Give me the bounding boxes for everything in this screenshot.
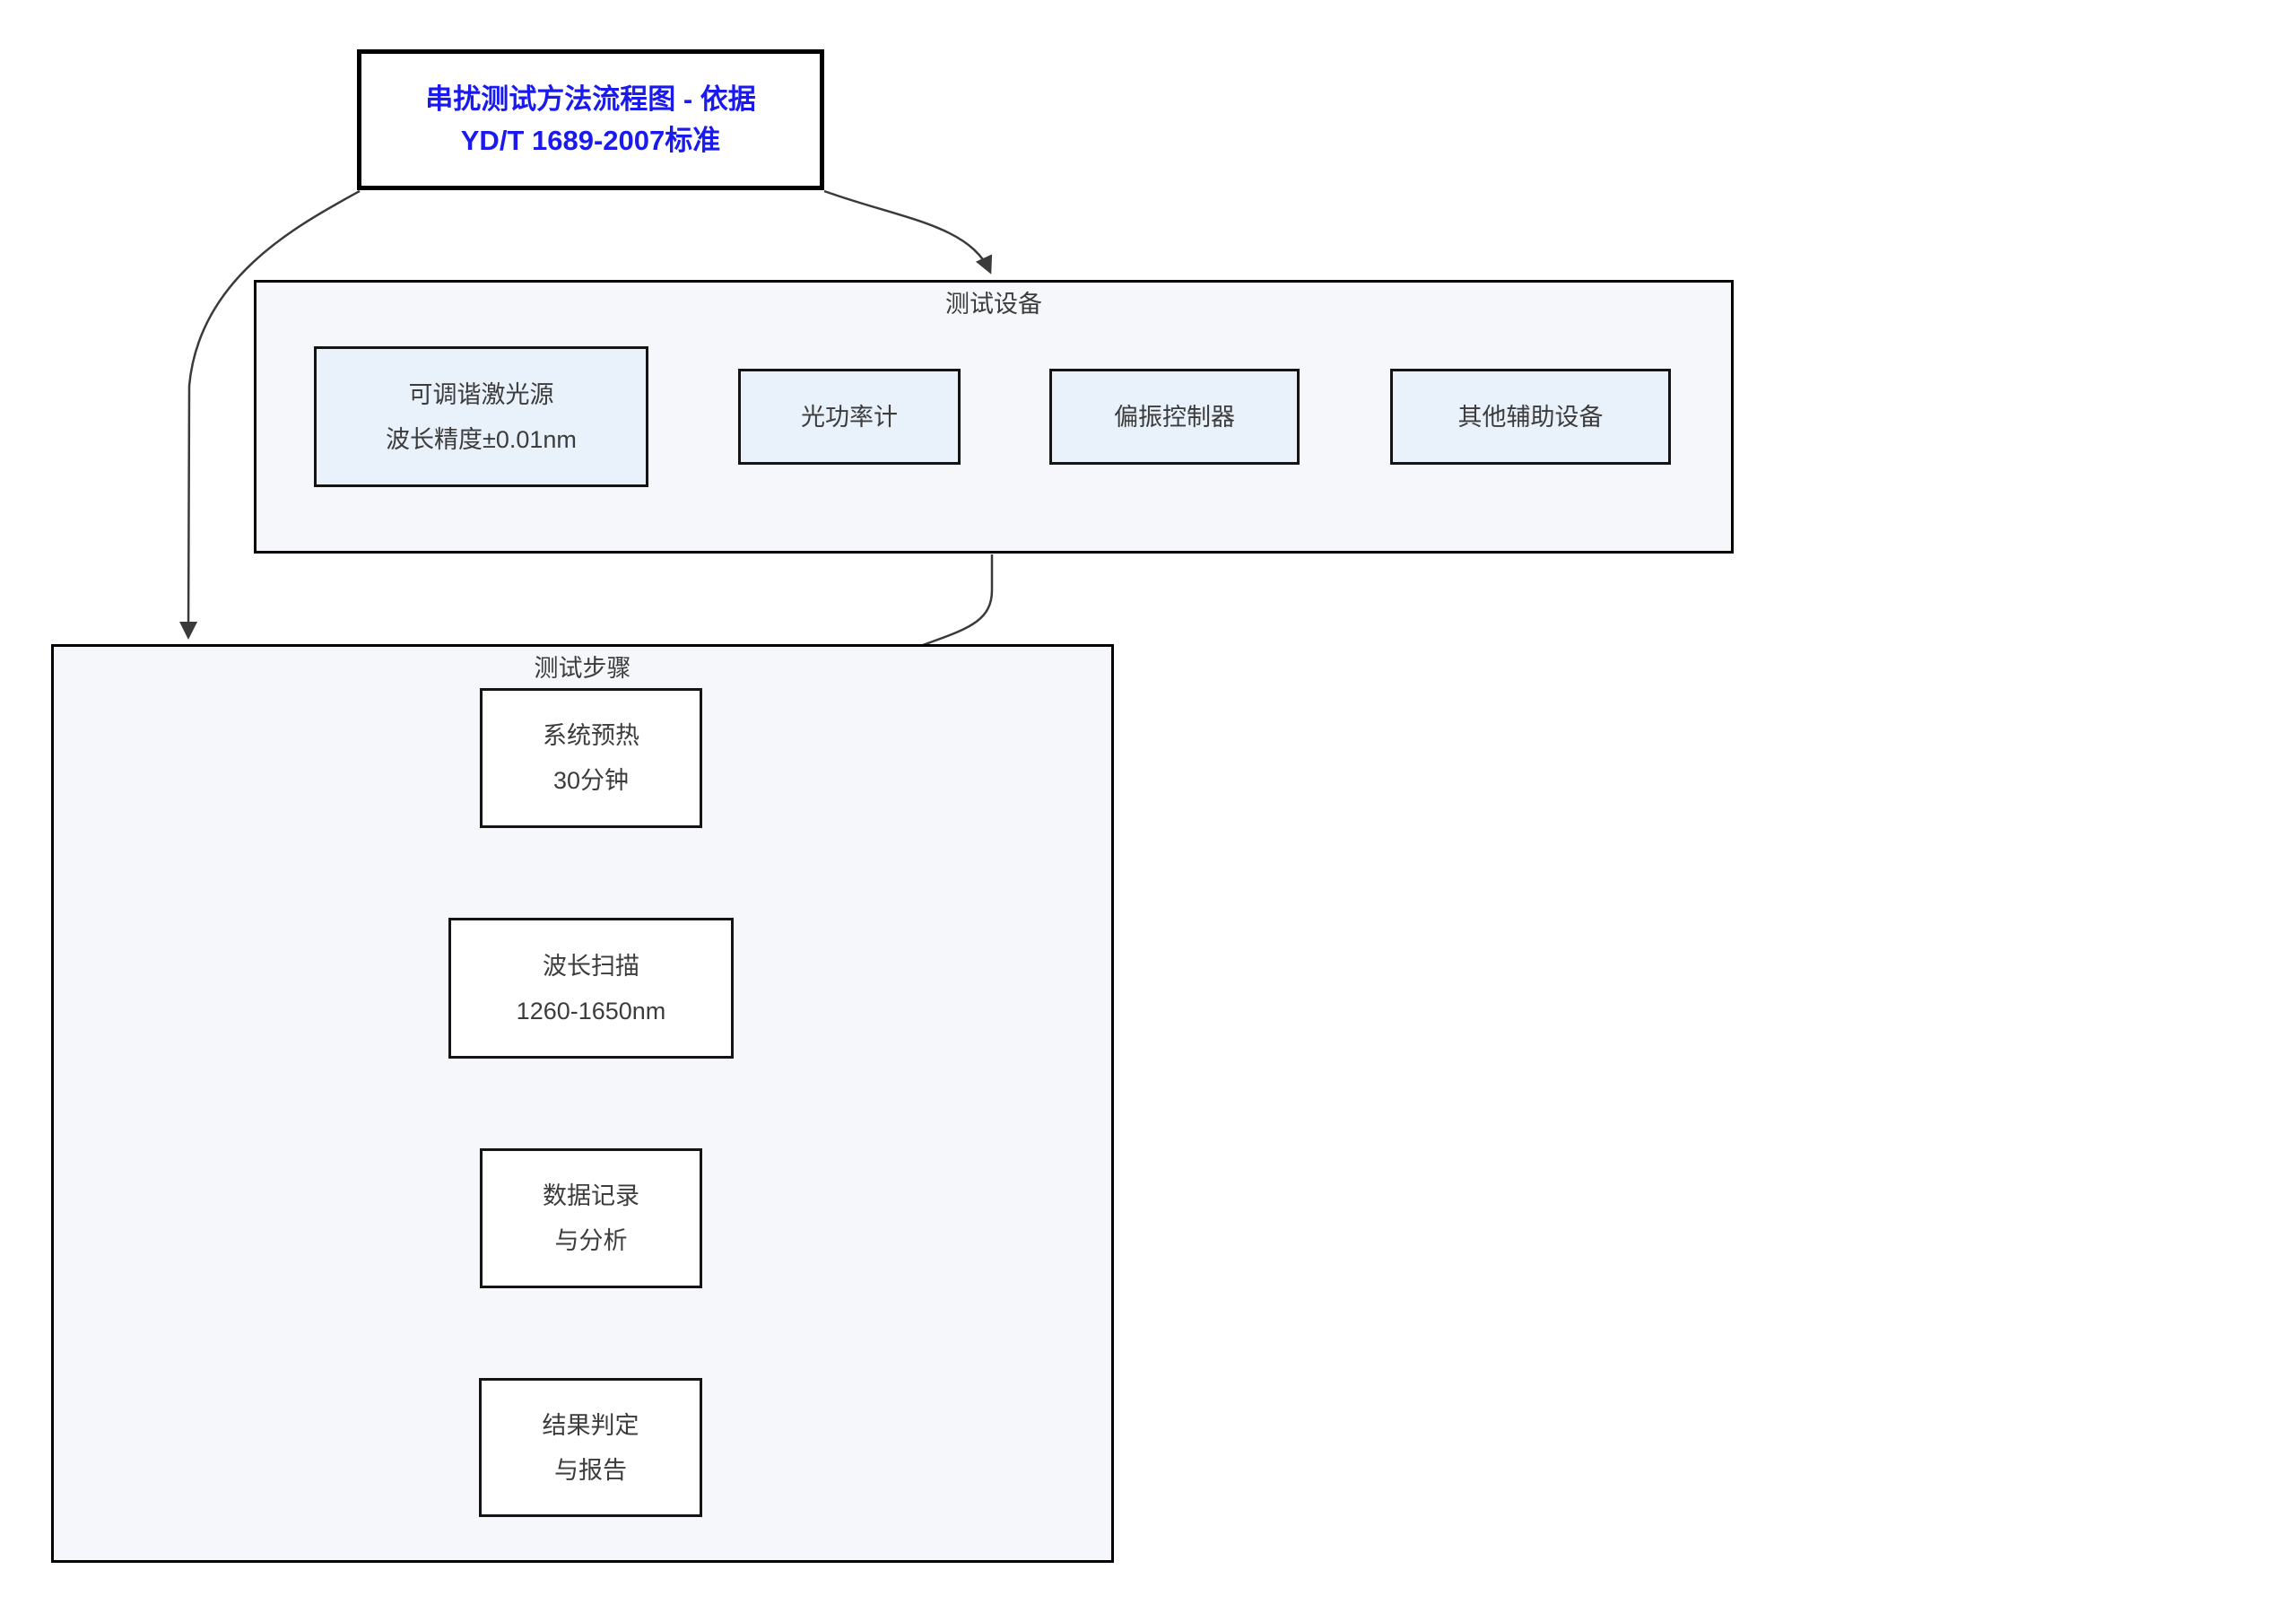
steps-label: 测试步骤 xyxy=(534,655,631,682)
equipment-label: 测试设备 xyxy=(945,291,1042,318)
node-polarization-controller: 偏振控制器 xyxy=(1049,369,1300,465)
node-system-warmup-line-2: 30分钟 xyxy=(552,767,630,794)
node-result-judgment: 结果判定 与报告 xyxy=(479,1378,702,1517)
node-optical-power-meter-label: 光功率计 xyxy=(801,403,898,431)
node-auxiliary-equipment-label: 其他辅助设备 xyxy=(1457,403,1604,431)
node-result-judgment-line-1: 结果判定 xyxy=(542,1411,639,1439)
title-line-2: YD/T 1689-2007标准 xyxy=(460,124,721,156)
node-tunable-laser-line-1: 可调谐激光源 xyxy=(408,380,554,408)
node-tunable-laser-line-2: 波长精度±0.01nm xyxy=(386,425,577,453)
node-data-recording-line-1: 数据记录 xyxy=(543,1182,639,1209)
node-optical-power-meter: 光功率计 xyxy=(738,369,961,465)
title-node: 串扰测试方法流程图 - 依据 YD/T 1689-2007标准 xyxy=(357,49,824,190)
node-wavelength-scan-line-2: 1260-1650nm xyxy=(516,997,666,1025)
node-auxiliary-equipment: 其他辅助设备 xyxy=(1390,369,1671,465)
connector-title-to-equipment xyxy=(823,189,993,275)
node-data-recording-line-2: 与分析 xyxy=(554,1227,628,1254)
node-result-judgment-line-2: 与报告 xyxy=(554,1456,627,1484)
title-line-1: 串扰测试方法流程图 - 依据 xyxy=(425,83,756,115)
node-polarization-controller-label: 偏振控制器 xyxy=(1114,403,1235,431)
node-wavelength-scan-line-1: 波长扫描 xyxy=(543,952,639,980)
node-wavelength-scan: 波长扫描 1260-1650nm xyxy=(448,918,734,1059)
node-system-warmup-line-1: 系统预热 xyxy=(543,722,639,749)
node-system-warmup: 系统预热 30分钟 xyxy=(480,688,702,828)
node-data-recording: 数据记录 与分析 xyxy=(480,1148,702,1288)
node-tunable-laser: 可调谐激光源 波长精度±0.01nm xyxy=(314,346,648,487)
